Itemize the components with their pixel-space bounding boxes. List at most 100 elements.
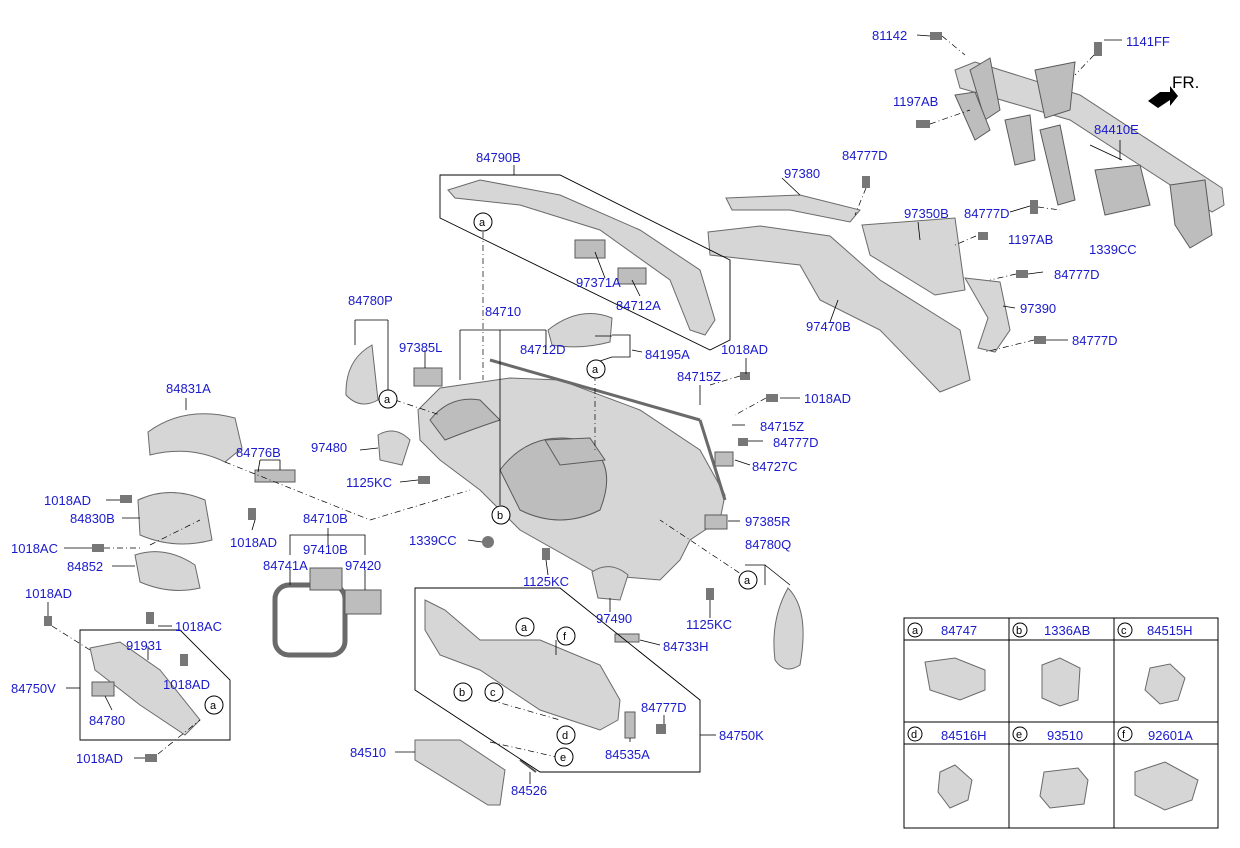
part-label[interactable]: 84776B <box>236 445 281 460</box>
part-label[interactable]: 84777D <box>842 148 888 163</box>
part-label[interactable]: 84715Z <box>760 419 804 434</box>
callout-b[interactable]: b <box>491 505 511 525</box>
part-84780 <box>91 681 115 697</box>
part-label[interactable]: 84727C <box>752 459 798 474</box>
part-label[interactable]: 97390 <box>1020 301 1056 316</box>
switch-97410B <box>309 567 343 591</box>
fasteners <box>44 32 1102 762</box>
part-label[interactable]: 1018AD <box>44 493 91 508</box>
part-label[interactable]: 1018AD <box>76 751 123 766</box>
part-label[interactable]: 84830B <box>70 511 115 526</box>
vent-97385L <box>413 367 443 387</box>
callout-a[interactable]: a <box>738 570 758 590</box>
damper-84526 <box>519 759 537 773</box>
callout-a[interactable]: a <box>378 389 398 409</box>
bolt-icon <box>740 372 750 380</box>
part-label[interactable]: 84195A <box>645 347 690 362</box>
part-label[interactable]: 84780P <box>348 293 393 308</box>
part-label[interactable]: 1125KC <box>523 574 569 589</box>
part-label[interactable]: 1197AB <box>1008 232 1053 247</box>
part-label[interactable]: 97385L <box>399 340 442 355</box>
part-label[interactable]: 1018AD <box>721 342 768 357</box>
part-label[interactable]: 84750K <box>719 728 764 743</box>
part-label[interactable]: 84510 <box>350 745 386 760</box>
bolt-icon <box>120 495 132 503</box>
part-label[interactable]: 84831A <box>166 381 211 396</box>
part-label[interactable]: 84710 <box>485 304 521 319</box>
callout-d[interactable]: d <box>556 725 576 745</box>
part-label[interactable]: 97350B <box>904 206 949 221</box>
legend-cell-c[interactable]: c 84515H <box>1117 622 1193 705</box>
callout-e[interactable]: e <box>554 747 574 767</box>
part-label[interactable]: 1018AD <box>25 586 72 601</box>
part-label[interactable]: 97420 <box>345 558 381 573</box>
legend-part-label: 84747 <box>941 623 977 638</box>
part-label[interactable]: 1197AB <box>893 94 938 109</box>
part-label[interactable]: 84535A <box>605 747 650 762</box>
legend-cell-d[interactable]: d 84516H <box>907 726 987 809</box>
part-label[interactable]: 84712A <box>616 298 661 313</box>
legend-cell-b[interactable]: b 1336AB <box>1012 622 1090 707</box>
part-label[interactable]: 84750V <box>11 681 56 696</box>
part-label[interactable]: 84777D <box>641 700 687 715</box>
bolt-icon <box>1016 270 1028 278</box>
callout-a[interactable]: a <box>473 212 493 232</box>
front-label: FR. <box>1172 73 1199 92</box>
legend-cell-a[interactable]: a 84747 <box>907 622 986 701</box>
part-label[interactable]: 97371A <box>576 275 621 290</box>
callout-a[interactable]: a <box>586 359 606 379</box>
part-label[interactable]: 84410E <box>1094 122 1139 137</box>
callout-f[interactable]: f <box>556 626 576 646</box>
callout-a[interactable]: a <box>204 695 224 715</box>
callout-a[interactable]: a <box>515 617 535 637</box>
part-label[interactable]: 84710B <box>303 511 348 526</box>
part-label[interactable]: 97470B <box>806 319 851 334</box>
bolt-icon <box>92 544 104 552</box>
bolt-icon <box>1094 42 1102 56</box>
part-label[interactable]: 97385R <box>745 514 791 529</box>
part-label[interactable]: 97480 <box>311 440 347 455</box>
legend-cell-e[interactable]: e 93510 <box>1012 726 1089 809</box>
svg-text:c: c <box>1121 625 1127 637</box>
part-label[interactable]: 1018AC <box>175 619 222 634</box>
parts-layer <box>89 57 1225 806</box>
svg-text:a: a <box>912 625 919 637</box>
nut-icon <box>482 536 494 548</box>
part-label[interactable]: 84777D <box>1072 333 1118 348</box>
part-label[interactable]: 1018AC <box>11 541 58 556</box>
part-label[interactable]: 97380 <box>784 166 820 181</box>
part-label[interactable]: 84712D <box>520 342 566 357</box>
part-label[interactable]: 1339CC <box>1089 242 1137 257</box>
part-label[interactable]: 97490 <box>596 611 632 626</box>
part-label[interactable]: 91931 <box>126 638 162 653</box>
side-cover-left <box>345 344 379 405</box>
part-label[interactable]: 84741A <box>263 558 308 573</box>
part-label[interactable]: 84780Q <box>745 537 791 552</box>
part-label[interactable]: 84852 <box>67 559 103 574</box>
callout-b[interactable]: b <box>453 682 473 702</box>
bolt-icon <box>916 120 930 128</box>
part-label[interactable]: 1141FF <box>1126 34 1170 49</box>
part-label[interactable]: 1339CC <box>409 533 457 548</box>
part-label[interactable]: 97410B <box>303 542 348 557</box>
part-label[interactable]: 84777D <box>773 435 819 450</box>
svg-text:e: e <box>1016 729 1022 741</box>
part-label[interactable]: 81142 <box>872 28 907 43</box>
part-label[interactable]: 1018AD <box>163 677 210 692</box>
part-label[interactable]: 84715Z <box>677 369 721 384</box>
part-label[interactable]: 84780 <box>89 713 125 728</box>
part-label[interactable]: 1018AD <box>230 535 277 550</box>
part-label[interactable]: 1018AD <box>804 391 851 406</box>
part-label[interactable]: 84777D <box>1054 267 1100 282</box>
legend-cell-f[interactable]: f 92601A <box>1117 726 1199 811</box>
part-label[interactable]: 1125KC <box>686 617 732 632</box>
part-label[interactable]: 1125KC <box>346 475 392 490</box>
part-label[interactable]: 84526 <box>511 783 547 798</box>
bolt-icon <box>44 616 52 626</box>
part-label[interactable]: 84790B <box>476 150 521 165</box>
part-label[interactable]: 84777D <box>964 206 1010 221</box>
callout-c[interactable]: c <box>484 682 504 702</box>
part-label[interactable]: 84733H <box>663 639 709 654</box>
